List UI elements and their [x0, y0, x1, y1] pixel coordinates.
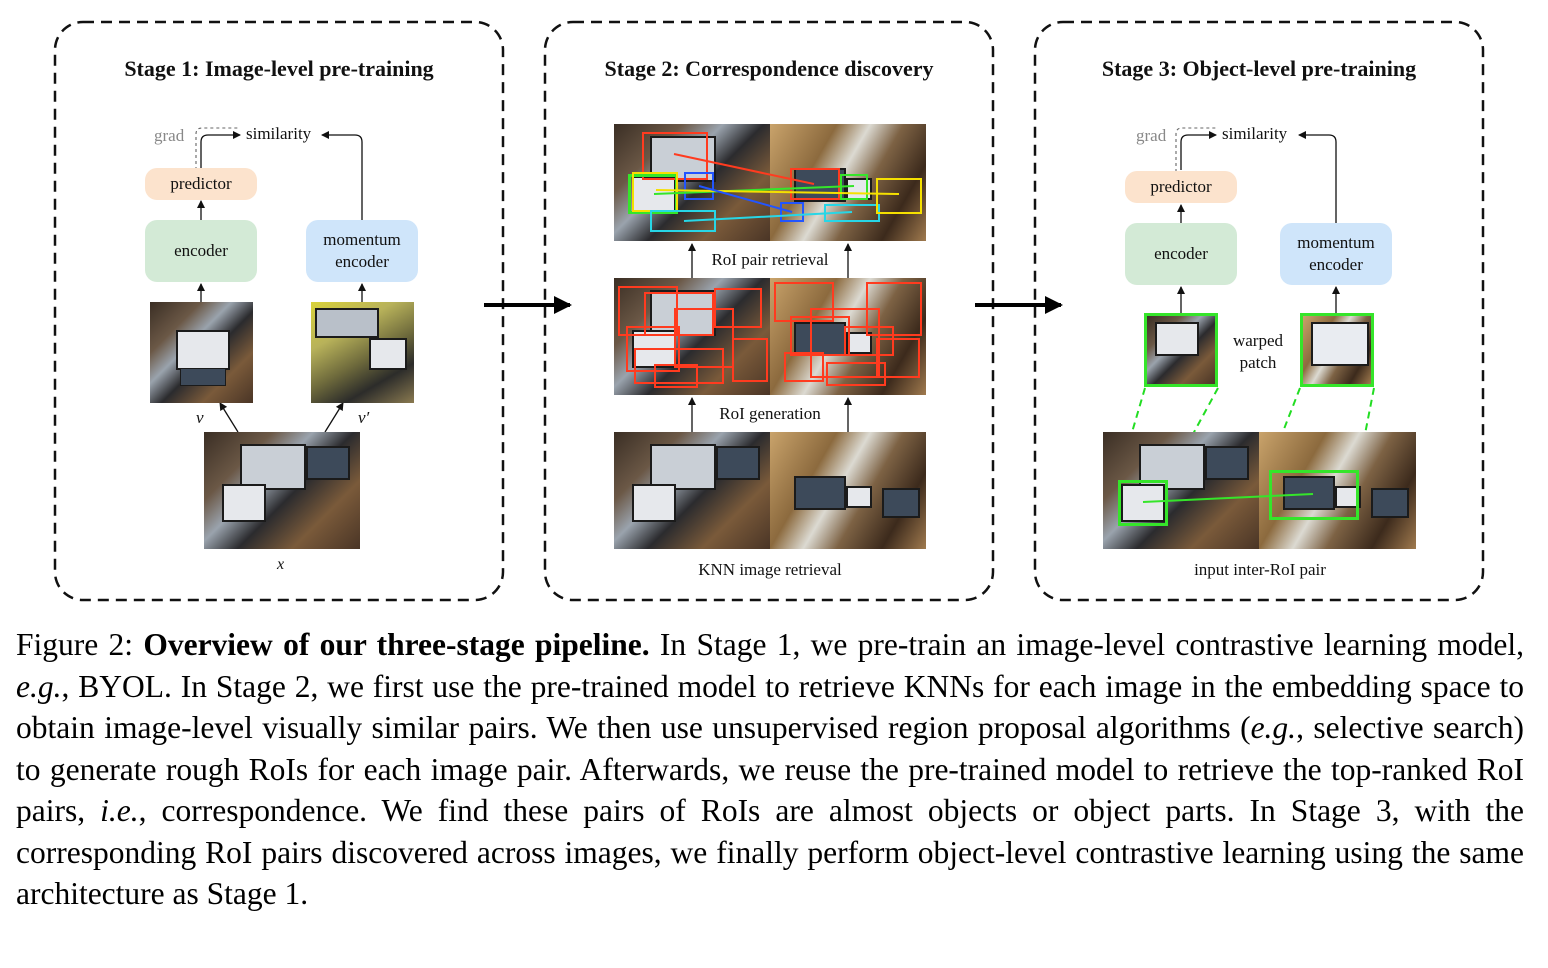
s1-momentum-encoder-box: momentum encoder: [306, 220, 418, 282]
s3-momentum-line1: momentum: [1297, 233, 1375, 252]
s3-warped-line2: patch: [1239, 353, 1277, 372]
stage3-title: Stage 3: Object-level pre-training: [1101, 56, 1417, 81]
s3-warped-patch-label: warped patch: [1224, 330, 1292, 374]
stage1-title: Stage 1: Image-level pre-training: [124, 56, 434, 81]
s3-warped-patch-left: [1144, 313, 1218, 387]
caption-figure-label: Figure 2:: [16, 627, 134, 662]
s2-roi-pairs-image: [614, 124, 926, 241]
s3-encoder-box: encoder: [1125, 223, 1237, 285]
s3-input-pair-image: [1103, 432, 1416, 549]
s1-view-vprime-image: [311, 302, 414, 403]
caption-eg-2: e.g.: [1250, 710, 1297, 745]
caption-text-1: In Stage 1, we pre-train an image-level …: [649, 627, 1524, 662]
s2-roi-pair-retrieval-label: RoI pair retrieval: [711, 250, 829, 269]
s3-grad-label: grad: [1136, 126, 1167, 145]
s1-x-to-vprime-arrow: [324, 402, 344, 433]
s2-roi-generation-label: RoI generation: [719, 404, 821, 423]
s1-view-v-image: [150, 302, 253, 403]
s1-momentum-line2: encoder: [335, 252, 389, 271]
s3-grad-dashed: [1175, 127, 1216, 172]
s1-momentum-to-similarity-arrow: [321, 131, 363, 220]
s1-encoder-box: encoder: [145, 220, 257, 282]
caption-text-3: , selective search) to generate rough Ro…: [16, 710, 1524, 828]
s1-momentum-line1: momentum: [323, 230, 401, 249]
s1-grad-label: grad: [154, 126, 185, 145]
s3-momentum-to-similarity-arrow: [1298, 131, 1337, 223]
s1-grad-dashed: [195, 127, 240, 170]
s1-input-x-image: [204, 432, 360, 549]
stage1-panel: [53, 20, 505, 602]
stage3-panel: [1033, 20, 1485, 602]
caption-bold-title: Overview of our three-stage pipeline.: [143, 627, 650, 662]
s1-x-to-v-arrow: [219, 402, 239, 433]
stage2-title: Stage 2: Correspondence discovery: [604, 56, 934, 81]
s1-predictor-to-similarity-arrow: [200, 131, 241, 168]
s3-momentum-line2: encoder: [1309, 255, 1363, 274]
s2-knn-image-pair: [614, 432, 926, 549]
caption-eg-1: e.g.: [16, 668, 62, 704]
s1-view-vprime-label: v′: [358, 408, 370, 427]
s1-input-x-label: x: [277, 556, 285, 573]
caption-text-2: , BYOL. In Stage 2, we first use the pre…: [16, 668, 1524, 746]
caption-text-4: , correspondence. We find these pairs of…: [16, 793, 1524, 911]
stage2-panel: [543, 20, 995, 602]
s2-knn-image-retrieval-label: KNN image retrieval: [698, 560, 842, 579]
s3-predictor-box: predictor: [1125, 171, 1237, 203]
s3-warped-patch-right: [1300, 313, 1374, 387]
figure-caption: Figure 2: Overview of our three-stage pi…: [16, 624, 1524, 915]
s1-predictor-box: predictor: [145, 168, 257, 200]
pipeline-figure: Stage 1: Image-level pre-training grad s…: [53, 20, 1485, 602]
s3-warped-line1: warped: [1232, 331, 1284, 350]
s3-input-pair-label: input inter-RoI pair: [1194, 560, 1326, 579]
s3-similarity-label: similarity: [1222, 124, 1288, 143]
s3-predictor-to-similarity-arrow: [1180, 131, 1217, 170]
s1-similarity-label: similarity: [246, 124, 312, 143]
caption-ie: i.e.: [100, 793, 139, 828]
s2-roi-generation-image: [614, 278, 926, 395]
s3-momentum-encoder-box: momentum encoder: [1280, 223, 1392, 285]
s1-view-v-label: v: [196, 408, 204, 427]
